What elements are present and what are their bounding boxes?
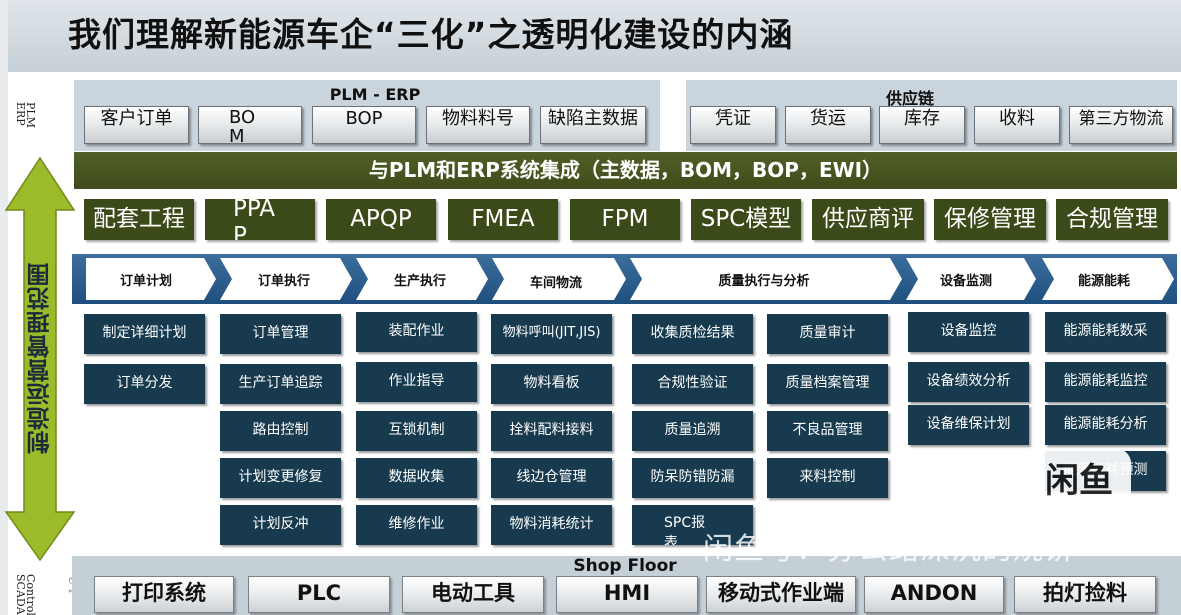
func-data-collection[interactable]: 数据收集 [356,458,477,498]
title-band [8,0,1181,72]
chevron-order-plan [86,258,216,300]
func-order-tracking[interactable]: 生产订单追踪 [220,364,341,404]
plm-item-customer-order[interactable]: 客户订单 [84,106,189,144]
chevron-logistics [492,258,626,300]
step-order-plan[interactable]: 订单计划 [119,273,172,289]
supply-item-shipping[interactable]: 货运 [785,106,871,144]
func-equipment-monitor[interactable]: 设备监控 [908,312,1029,352]
func-repair[interactable]: 维修作业 [356,505,477,545]
func-inspection-results[interactable]: 收集质检结果 [632,314,753,354]
func-plan-change[interactable]: 计划变更修复 [220,458,341,498]
chevron-prod-exec [356,258,488,300]
func-quality-trace[interactable]: 质量追溯 [632,411,753,451]
slide-title: 我们理解新能源车企“三化”之透明化建设的内涵 [68,15,794,54]
step-prod-exec[interactable]: 生产执行 [393,273,446,289]
func-quality-archive[interactable]: 质量档案管理 [767,364,888,404]
shop-floor-title: Shop Floor [573,556,677,576]
func-maintenance-plan[interactable]: 设备维保计划 [908,405,1029,445]
module-supplier-eval[interactable]: 供应商评估 [812,199,924,240]
func-energy-monitor[interactable]: 能源能耗监控 [1045,362,1166,402]
watermark-logo: 闲鱼 [1027,449,1131,505]
module-fmea[interactable]: FMEA [448,199,558,240]
plm-item-bop[interactable]: BOP [312,106,416,144]
supply-item-3pl[interactable]: 第三方物流 [1069,106,1173,144]
func-poka-yoke[interactable]: 防呆防错防漏 [632,458,753,498]
func-energy-collect[interactable]: 能源能耗数采 [1045,312,1166,352]
supply-item-receiving[interactable]: 收料 [974,106,1060,144]
func-incoming-control[interactable]: 来料控制 [767,458,888,498]
supply-item-inventory[interactable]: 库存 [879,106,965,144]
module-ppap-label: PPAP [233,199,276,240]
watermark-text: 闲鱼号：苏公路深沉的烧饼 [703,532,1075,567]
floor-print-system[interactable]: 打印系统 [94,576,234,613]
side-label-control-scada: Control SCADA [14,574,37,615]
floor-pick-to-light[interactable]: 拍灯捡料 [1014,576,1156,613]
module-fpm[interactable]: FPM [570,199,680,240]
supply-chain-title: 供应链 [885,89,934,108]
module-supporting-engineering[interactable]: 配套工程 [84,199,194,240]
func-order-dispatch[interactable]: 订单分发 [84,364,205,404]
func-work-instruction[interactable]: 作业指导 [356,362,477,402]
chevron-energy [1042,258,1174,300]
left-edge-strip [0,0,8,615]
func-spc-report-label: SPC报表 [664,515,706,545]
plm-item-bom-label: BOM [229,107,256,144]
supply-item-voucher[interactable]: 凭证 [690,106,776,144]
module-warranty[interactable]: 保修管理 [934,199,1046,240]
func-nonconforming[interactable]: 不良品管理 [767,411,888,451]
floor-hmi[interactable]: HMI [556,576,698,613]
floor-mobile-terminal[interactable]: 移动式作业端 [706,576,856,613]
floor-power-tools[interactable]: 电动工具 [402,576,544,613]
func-detailed-plan[interactable]: 制定详细计划 [84,314,205,354]
func-kanban[interactable]: 物料看板 [491,364,612,404]
chevron-order-exec [220,258,352,300]
chevron-quality [630,258,902,300]
module-ppap[interactable]: PPAP [205,199,315,240]
func-lineside-warehouse[interactable]: 线边仓管理 [491,458,612,498]
func-backflush[interactable]: 计划反冲 [220,505,341,545]
double-arrow-shape [4,156,76,562]
func-routing-control[interactable]: 路由控制 [220,411,341,451]
step-logistics[interactable]: 车间物流 [529,275,582,291]
integration-bar: 与PLM和ERP系统集成（主数据，BOM，BOP，EWI） [74,152,1177,189]
chevron-equipment [906,258,1036,300]
func-equipment-performance[interactable]: 设备绩效分析 [908,362,1029,402]
module-spc-model[interactable]: SPC模型 [691,199,801,240]
step-order-exec[interactable]: 订单执行 [257,273,310,289]
func-compliance-verify[interactable]: 合规性验证 [632,364,753,404]
func-order-mgmt[interactable]: 订单管理 [220,314,341,354]
step-equipment[interactable]: 设备监测 [939,273,992,289]
module-apqp[interactable]: APQP [326,199,436,240]
func-material-call[interactable]: 物料呼叫(JIT,JIS) [491,314,612,354]
plm-item-bom[interactable]: BOM [198,106,302,144]
func-assembly[interactable]: 装配作业 [356,312,477,352]
func-spc-report[interactable]: SPC报表 [632,505,753,545]
step-energy[interactable]: 能源能耗 [1077,273,1130,289]
plm-erp-title: PLM - ERP [329,85,421,104]
plm-item-defect-master[interactable]: 缺陷主数据 [540,106,646,144]
func-quality-audit[interactable]: 质量审计 [767,314,888,354]
func-interlock[interactable]: 互锁机制 [356,411,477,451]
floor-plc[interactable]: PLC [248,576,390,613]
func-consumption-stats[interactable]: 物料消耗统计 [491,505,612,545]
func-kitting[interactable]: 拴料配料接料 [491,411,612,451]
floor-andon[interactable]: ANDON [864,576,1004,613]
step-quality[interactable]: 质量执行与分析 [718,273,810,289]
side-label-plm-erp: PLM ERP [14,102,37,128]
plm-item-material-number[interactable]: 物料料号 [426,106,530,144]
scope-arrow [4,156,76,562]
module-compliance[interactable]: 合规管理 [1056,199,1168,240]
func-energy-analysis[interactable]: 能源能耗分析 [1045,405,1166,445]
